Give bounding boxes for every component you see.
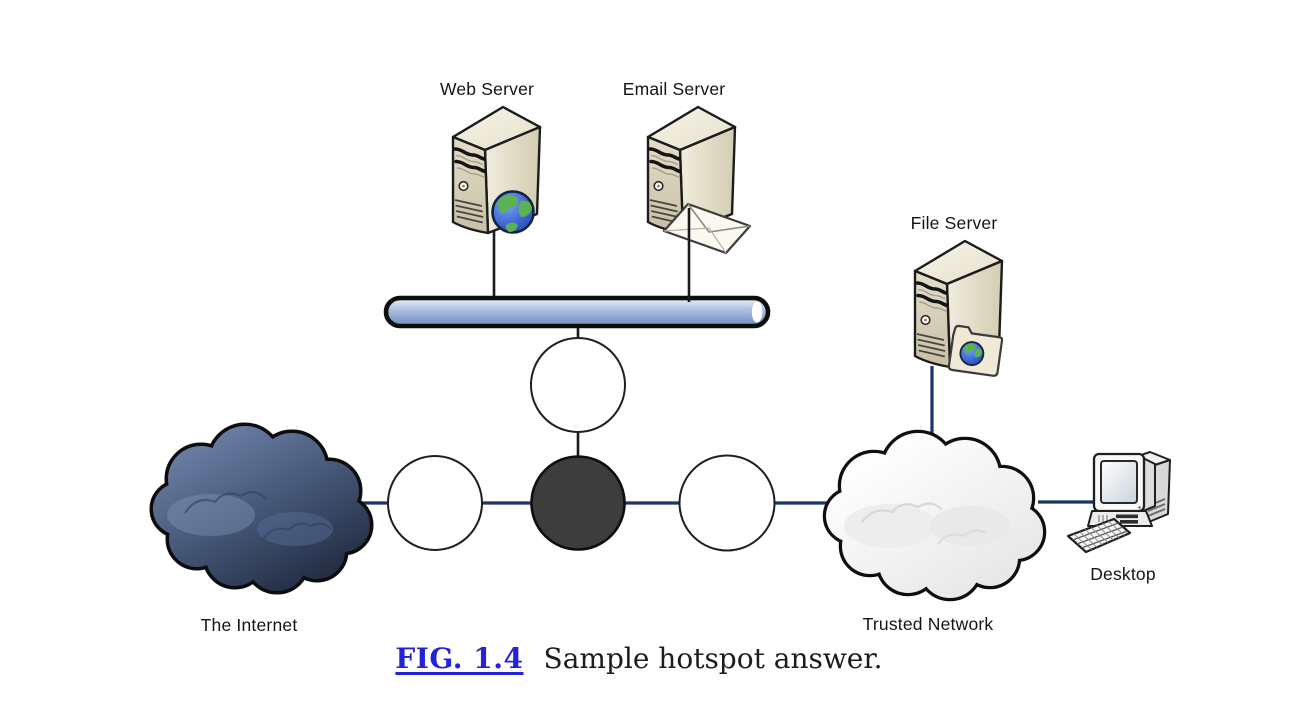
hotspot-circle-internet-side[interactable] [387,455,483,551]
figure-number-link[interactable]: FIG. 1.4 [395,642,524,675]
desktop-computer-icon [1066,451,1171,554]
figure-caption: FIG. 1.4 Sample hotspot answer. [395,642,882,675]
desktop-label: Desktop [1090,564,1156,584]
folder-badge-icon [947,324,1004,377]
email-server-label: Email Server [622,79,726,99]
keyboard-icon [1066,517,1132,554]
hotspot-circle-trusted-side[interactable] [678,454,776,552]
dark-cloud-icon [153,426,370,591]
web-server-label: Web Server [439,79,535,99]
hotspot-circle-center-selected[interactable] [530,455,626,551]
internet-label: The Internet [200,615,298,635]
tower-server-folder-icon [913,239,1004,377]
figure-caption-text: Sample hotspot answer. [543,642,883,675]
bus-end-opening [751,301,763,323]
trusted-network-label: Trusted Network [862,614,994,634]
connector-lines [358,228,1100,505]
globe-badge-icon [491,190,535,234]
ethernet-bus-icon [383,295,771,329]
hotspot-circles [387,337,776,552]
file-server-label: File Server [910,213,998,233]
tower-server-envelope-icon [646,105,752,302]
light-cloud-icon [826,433,1043,598]
envelope-badge-icon [662,202,752,255]
tower-server-globe-icon [451,105,542,235]
hotspot-circle-below-lan[interactable] [530,337,626,433]
